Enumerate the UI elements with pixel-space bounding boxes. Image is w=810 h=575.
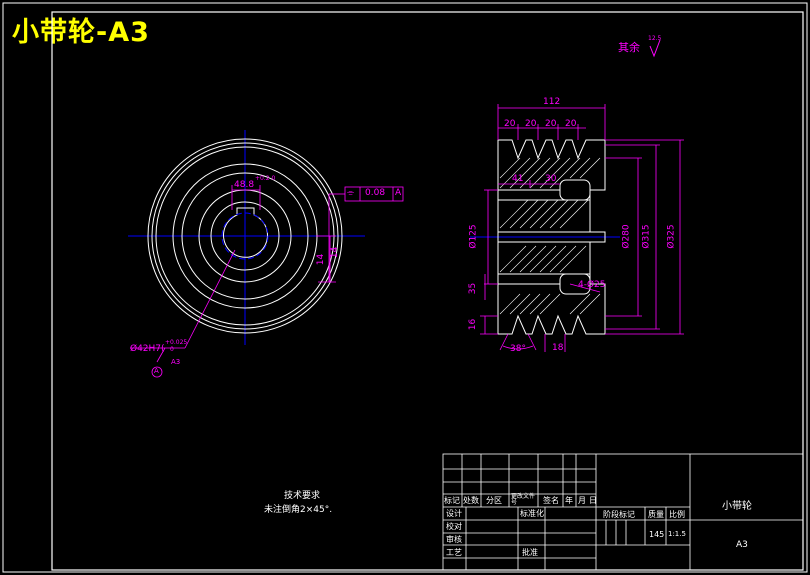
tb-rev-doc: 更改文件号	[511, 493, 536, 506]
tolerance-datum: A	[395, 188, 402, 198]
tb-rev-count: 处数	[463, 496, 479, 505]
section-hatching	[499, 157, 601, 315]
hub-dim: 14	[316, 253, 327, 266]
tb-checker: 审核	[446, 535, 462, 544]
rim-groove-1	[151, 142, 339, 330]
tech-heading: 技术要求	[284, 491, 321, 501]
tb-rev-sign: 签名	[543, 496, 559, 505]
dim-30: 30	[545, 174, 557, 184]
bore-tol-lower: 0	[170, 346, 174, 353]
keyway-tol: +0.2 0	[255, 175, 276, 182]
tb-rev-day: 日	[589, 496, 597, 505]
end-view	[128, 130, 365, 345]
side-dim: 14	[330, 246, 341, 259]
bore-outline	[223, 207, 268, 258]
tb-part-name: 小带轮	[722, 501, 752, 512]
tb-rev-year: 年	[565, 496, 573, 505]
web-offset: 35	[468, 282, 479, 295]
tolerance-symbol: ⌯	[347, 188, 355, 198]
roughness-symbol	[649, 39, 661, 58]
overall-width: 112	[543, 97, 561, 107]
tb-stage-mark: 阶段标记	[603, 510, 635, 519]
tb-rev-mark: 标记	[444, 496, 460, 505]
tb-rev-zone: 分区	[486, 496, 502, 505]
groove-pitch-4: 20	[565, 119, 577, 129]
section-view	[470, 139, 620, 335]
hole-callout: 4-Ø25	[578, 280, 606, 290]
datum-ref: A3	[171, 358, 181, 366]
drawing-frame	[51, 11, 804, 571]
web-circle	[181, 172, 309, 300]
groove-pitch-3: 20	[545, 119, 557, 129]
outer-dia: Ø325	[666, 224, 677, 249]
end-view-dimensions	[130, 185, 404, 378]
tb-weight-value: 145	[649, 530, 665, 539]
pitch-dia: Ø315	[641, 224, 652, 249]
tb-designer: 设计	[446, 509, 462, 518]
groove-pitch-2: 20	[525, 119, 537, 129]
dim-41: 41	[512, 174, 524, 184]
tech-line-1: 未注倒角2×45°.	[264, 505, 333, 515]
bore-fit: Ø42H7(	[130, 344, 165, 354]
inner-dia: Ø280	[621, 224, 632, 249]
tb-rev-month: 月	[578, 496, 586, 505]
tb-approve: 批准	[522, 548, 538, 557]
tb-scale-value: 1:1.5	[668, 530, 686, 538]
edge-dim: 16	[468, 318, 479, 331]
tb-standard: 标准化	[520, 509, 544, 518]
hub-inner	[210, 201, 280, 271]
tb-scale: 比例	[669, 510, 685, 519]
tb-proofreader: 校对	[446, 522, 462, 531]
title-block	[442, 453, 804, 571]
hub-dia: Ø125	[468, 224, 479, 249]
tb-weight: 质量	[648, 510, 664, 519]
tb-process: 工艺	[446, 548, 462, 557]
rim-outer	[147, 138, 343, 334]
tolerance-value: 0.08	[365, 188, 386, 198]
roughness-label: 其余	[618, 41, 640, 54]
section-dimensions	[480, 104, 684, 352]
bore-tol-upper: +0.025	[165, 339, 188, 346]
groove-angle: 38°	[510, 344, 526, 354]
datum-label: A	[154, 367, 159, 375]
hole-circle	[221, 212, 269, 260]
groove-pitch-1: 20	[504, 119, 516, 129]
groove-top: 18	[552, 343, 564, 353]
tb-sheet: A3	[736, 540, 748, 550]
keyway-width: 48.8	[234, 180, 255, 190]
roughness-value: 12.5	[648, 35, 662, 42]
drawing-title: 小带轮-A3	[12, 17, 150, 48]
